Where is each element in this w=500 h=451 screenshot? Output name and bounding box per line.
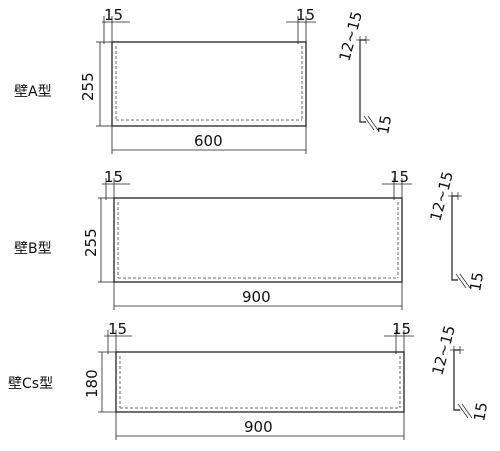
panel-cs-edge-right: 15 <box>392 320 411 338</box>
panel-a-section-depth: 12~15 <box>335 9 366 63</box>
panel-a-section-base: 15 <box>374 114 395 136</box>
panel-b-edge-right: 15 <box>390 168 409 186</box>
panel-b-edge-left: 15 <box>104 168 123 186</box>
panel-b-section-base: 15 <box>466 271 487 293</box>
panel-cs-edge-left: 15 <box>108 320 127 338</box>
panel-a-edge-right: 15 <box>296 6 315 24</box>
panel-cs-section: 12~15 15 <box>428 323 491 422</box>
panel-cs-face <box>115 351 405 413</box>
panel-a-edge-left: 15 <box>104 6 123 24</box>
panel-cs: 壁Cs型 15 15 180 900 12~15 15 <box>8 320 491 440</box>
panel-b: 壁B型 15 15 255 900 12~15 15 <box>14 168 487 310</box>
panel-a: 壁A型 15 15 255 600 12 <box>14 6 395 154</box>
panel-a-height: 255 <box>79 72 97 101</box>
panel-cs-height: 180 <box>83 369 101 398</box>
panel-b-width: 900 <box>242 288 271 306</box>
panel-b-face <box>113 197 403 283</box>
panel-b-section: 12~15 15 <box>426 169 487 292</box>
panel-cs-type-label: 壁Cs型 <box>8 376 53 392</box>
panel-b-height: 255 <box>82 228 100 257</box>
panel-cs-section-base: 15 <box>470 401 491 423</box>
panel-b-type-label: 壁B型 <box>14 241 52 257</box>
panel-a-width: 600 <box>194 132 223 150</box>
panel-a-section: 12~15 15 <box>335 9 395 135</box>
panel-a-face <box>111 41 307 127</box>
panel-a-type-label: 壁A型 <box>14 84 52 100</box>
panel-cs-width: 900 <box>244 418 273 436</box>
